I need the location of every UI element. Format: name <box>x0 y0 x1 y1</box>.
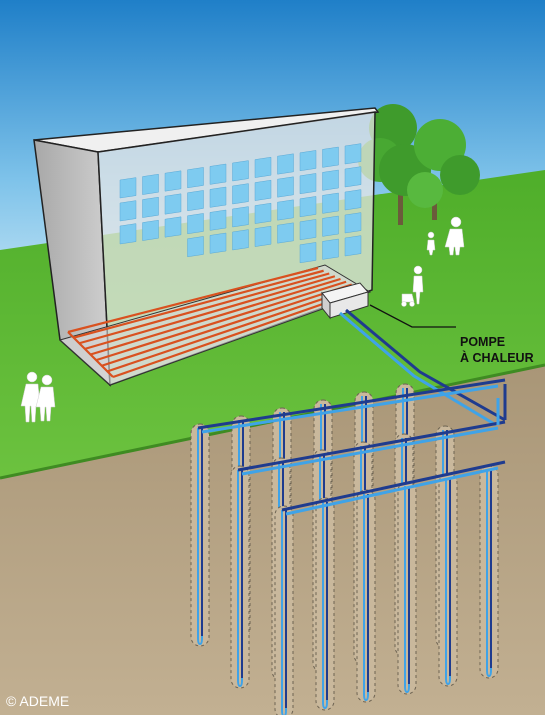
floor-heating-tube <box>67 266 319 334</box>
window-pane <box>209 232 227 254</box>
window-pane <box>344 212 362 234</box>
window-pane <box>322 169 339 191</box>
callout-leader-line <box>369 304 456 328</box>
floor-heating-coil <box>67 266 364 379</box>
window-pane <box>254 225 272 247</box>
floor-heating-tube <box>67 331 114 378</box>
people-right <box>401 216 465 307</box>
window-pane <box>299 242 317 264</box>
floor-heating-tube <box>101 283 353 367</box>
window-pane <box>254 156 272 178</box>
window-pane <box>344 189 362 211</box>
window-pane <box>119 223 137 245</box>
window-pane <box>322 192 339 214</box>
heat-pump-callout: POMPE À CHALEUR <box>369 304 534 365</box>
heat-pump-unit <box>321 282 369 320</box>
window-pane <box>232 206 249 228</box>
header-supply-pipe <box>201 384 499 434</box>
window-pane <box>277 199 294 221</box>
floor-heating-tube <box>84 275 336 350</box>
window-pane <box>322 238 339 260</box>
window-pane <box>299 173 317 195</box>
window-pane <box>164 193 182 215</box>
floor-heating-tube <box>78 272 330 345</box>
window-pane <box>142 219 159 241</box>
window-pane <box>299 196 317 218</box>
floor-heating-tube <box>112 288 364 379</box>
probe-u-pipe <box>363 494 369 702</box>
window-pane <box>119 200 137 222</box>
header-supply-pipe <box>285 466 499 516</box>
borehole <box>190 423 210 647</box>
floor-heating-tube <box>90 277 341 356</box>
window-pane <box>344 143 362 165</box>
borehole <box>274 505 294 715</box>
window-pane <box>187 167 204 189</box>
callout-label-line2: À CHALEUR <box>460 350 534 365</box>
callout-label-line1: POMPE <box>460 335 505 349</box>
window-pane <box>164 216 182 238</box>
window-pane <box>254 179 272 201</box>
probe-u-pipe <box>281 510 287 715</box>
floor-heating-tube <box>95 280 347 362</box>
probe-u-pipe <box>404 486 410 694</box>
borehole <box>438 473 458 687</box>
window-pane <box>142 196 159 218</box>
supply-connection-pipe <box>339 308 506 427</box>
window-pane <box>119 177 137 199</box>
header-return-pipe <box>237 420 506 472</box>
window-pane <box>299 150 317 172</box>
borehole <box>315 497 335 711</box>
collector-header-pipes <box>197 378 507 516</box>
window-pane <box>299 219 317 241</box>
probe-u-pipe <box>237 470 243 688</box>
window-pane <box>277 153 294 175</box>
probe-u-pipe <box>197 428 203 646</box>
window-pane <box>344 235 362 257</box>
borehole <box>479 465 499 679</box>
copyright-credit: © ADEME <box>6 693 69 709</box>
people-left <box>20 371 56 423</box>
probe-u-pipe <box>445 478 451 686</box>
windows <box>119 143 362 264</box>
window-pane <box>232 160 249 182</box>
header-supply-pipe <box>241 426 499 476</box>
window-pane <box>277 176 294 198</box>
window-pane <box>187 236 204 258</box>
window-pane <box>277 222 294 244</box>
window-pane <box>164 170 182 192</box>
floor-heating-tube <box>107 286 358 373</box>
window-pane <box>232 229 249 251</box>
window-pane <box>209 209 227 231</box>
window-pane <box>232 183 249 205</box>
window-pane <box>209 163 227 185</box>
window-pane <box>254 202 272 224</box>
window-pane <box>187 190 204 212</box>
window-pane <box>344 166 362 188</box>
floor-heating-tube <box>73 269 324 339</box>
borehole <box>356 489 376 703</box>
window-pane <box>187 213 204 235</box>
borehole <box>230 465 250 689</box>
probe-u-pipe <box>322 502 328 710</box>
header-return-pipe <box>197 378 506 430</box>
window-pane <box>322 215 339 237</box>
tree-group <box>358 104 480 225</box>
window-pane <box>142 173 159 195</box>
building <box>33 107 380 387</box>
window-pane <box>209 186 227 208</box>
window-pane <box>322 146 339 168</box>
probe-u-pipe <box>486 470 492 678</box>
header-return-pipe <box>281 460 506 512</box>
borehole <box>397 481 417 695</box>
